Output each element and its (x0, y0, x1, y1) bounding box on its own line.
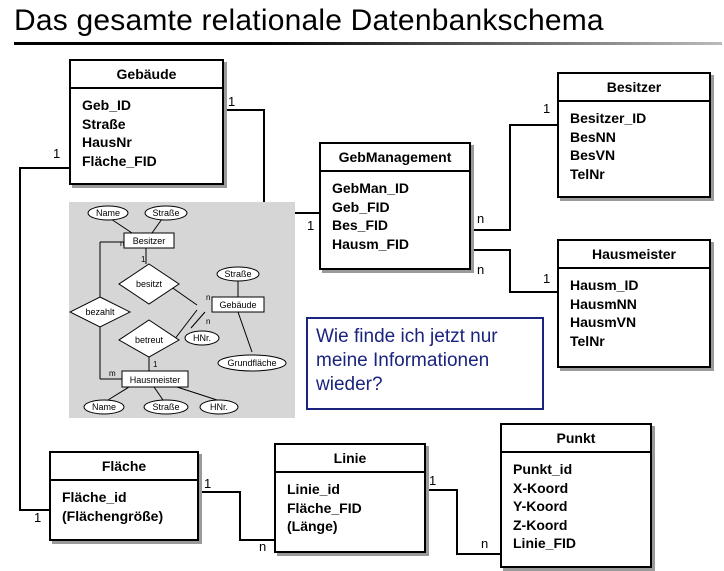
er-cardinality-1: 1 (141, 255, 146, 264)
er-attribute-hnr: HNr. (193, 333, 211, 343)
table-attribute: Fläche_FID (82, 152, 157, 169)
cardinality-gebman-1: 1 (307, 218, 315, 233)
link-gebman-besitzer (469, 124, 559, 231)
table-attribute: HausmNN (570, 295, 637, 312)
table-attribute: X-Koord (513, 479, 569, 496)
table-attribute: BesNN (570, 128, 616, 145)
table-attribute: TelNr (570, 332, 605, 349)
er-relationship-betreut: betreut (135, 335, 164, 345)
cardinality-gebman-hausm-n: n (477, 262, 485, 277)
table-attribute: GebMan_ID (332, 180, 410, 196)
table-hausmeister: Hausmeister Hausm_ID HausmNN HausmVN Tel… (557, 239, 711, 368)
er-attribute-name: Name (96, 208, 120, 218)
table-attribute: Besitzer_ID (570, 110, 647, 126)
table-attribute: Geb_ID (82, 97, 132, 113)
er-relationship-bezahlt: bezahlt (85, 307, 115, 317)
er-entity-gebaeude: Gebäude (219, 300, 256, 310)
cardinality-gebaeude-1: 1 (228, 94, 236, 109)
table-header: Fläche (51, 453, 197, 481)
cardinality-punkt-n: n (481, 536, 489, 551)
er-attribute-strasse: Straße (152, 208, 179, 218)
cardinality-besitzer-1: 1 (543, 101, 551, 116)
table-attribute: Geb_FID (332, 198, 390, 215)
table-attribute: Fläche_id (62, 489, 127, 505)
er-relationship-besitzt: besitzt (136, 279, 163, 289)
link-linie-punkt (424, 489, 500, 555)
cardinality-linie-punkt-1: 1 (429, 473, 437, 488)
link-flaeche-linie (197, 491, 276, 541)
table-attribute: Hausm_ID (570, 277, 639, 293)
cardinality-linie-n: n (259, 539, 267, 554)
er-cardinality-n: n (206, 293, 210, 302)
table-attribute: Hausm_FID (332, 235, 410, 252)
table-header: Linie (276, 445, 424, 473)
table-attribute: Fläche_FID (287, 499, 362, 516)
table-attribute: Bes_FID (332, 217, 389, 233)
table-attribute: Linie_FID (513, 535, 577, 551)
table-attribute: HausNr (82, 134, 132, 150)
table-attribute: Y-Koord (513, 498, 568, 514)
note-line: meine Informationen (316, 350, 490, 371)
cardinality-hausmeister-1: 1 (543, 271, 551, 286)
link-gebaeude-flaeche (19, 167, 69, 511)
table-attribute: (Flächengröße) (62, 507, 164, 524)
cardinality-flaeche-fid-1: 1 (53, 146, 61, 161)
question-note: Wie finde ich jetzt nur meine Informatio… (306, 317, 544, 410)
er-diagram: Besitzer Gebäude Hausmeister besitzt bet… (69, 202, 295, 418)
table-attribute: HausmVN (570, 314, 637, 330)
page-title: Das gesamte relationale Datenbankschema (14, 4, 604, 37)
er-cardinality-n: n (120, 239, 124, 248)
table-attribute: TelNr (570, 165, 605, 182)
er-cardinality-m: m (109, 369, 116, 378)
cardinality-gebman-bes-n: n (477, 211, 485, 226)
table-linie: Linie Linie_id Fläche_FID (Länge) (274, 443, 426, 553)
table-attribute: (Länge) (287, 518, 338, 534)
table-punkt: Punkt Punkt_id X-Koord Y-Koord Z-Koord L… (500, 423, 652, 568)
table-header: Punkt (502, 425, 650, 453)
table-header: GebManagement (321, 144, 469, 172)
er-cardinality-1: 1 (153, 360, 158, 369)
table-gebmanagement: GebManagement GebMan_ID Geb_FID Bes_FID … (319, 142, 471, 270)
er-entity-hausmeister: Hausmeister (130, 375, 181, 385)
table-gebaeude: Gebäude Geb_ID Straße HausNr Fläche_FID (69, 59, 224, 185)
table-besitzer: Besitzer Besitzer_ID BesNN BesVN TelNr (557, 72, 711, 198)
note-line: Wie finde ich jetzt nur (316, 326, 498, 347)
er-attribute-hnr: HNr. (210, 402, 228, 412)
table-attribute: BesVN (570, 147, 616, 163)
table-attribute: Punkt_id (513, 461, 573, 477)
er-attribute-strasse: Straße (224, 269, 251, 279)
er-attribute-strasse: Straße (152, 402, 179, 412)
cardinality-flaeche-1: 1 (34, 510, 42, 525)
er-entity-besitzer: Besitzer (133, 236, 166, 246)
cardinality-flaeche-linie-1: 1 (204, 476, 212, 491)
table-header: Besitzer (559, 74, 709, 102)
er-attribute-grundflaeche: Grundfläche (227, 358, 276, 368)
table-flaeche: Fläche Fläche_id (Flächengröße) (49, 451, 199, 541)
er-cardinality-n: n (206, 317, 210, 326)
er-attribute-name: Name (92, 402, 116, 412)
link-gebaeude-gebman (224, 109, 321, 214)
table-attribute: Straße (82, 115, 126, 132)
link-gebman-hausmeister (469, 249, 559, 293)
title-underline (14, 42, 722, 45)
table-header: Hausmeister (559, 241, 709, 269)
table-attribute: Z-Koord (513, 516, 568, 533)
table-attribute: Linie_id (287, 481, 340, 497)
note-line: wieder? (316, 374, 383, 395)
table-header: Gebäude (71, 61, 222, 89)
